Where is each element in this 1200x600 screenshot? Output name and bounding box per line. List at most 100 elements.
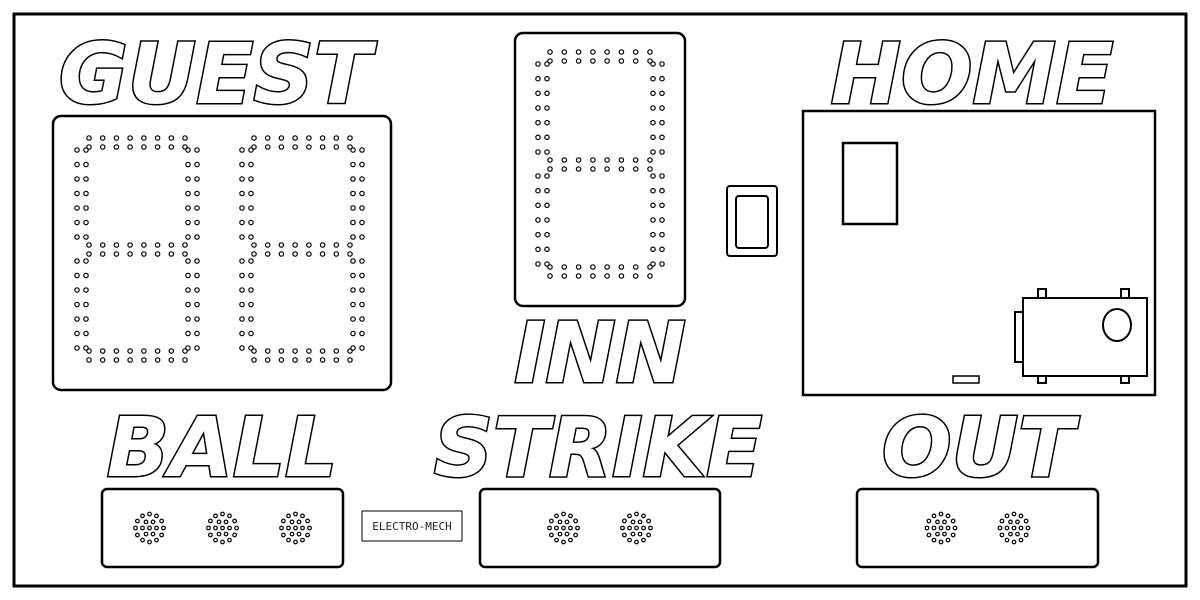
- led-dot: [573, 532, 578, 538]
- led-dot: [564, 519, 570, 525]
- led-dot: [347, 348, 353, 354]
- led-dot: [86, 242, 92, 248]
- led-dot: [659, 90, 665, 97]
- led-dot: [568, 525, 573, 531]
- led-dot: [359, 316, 365, 322]
- home-panel: [801, 109, 1157, 397]
- strike-indicator-panel: [478, 487, 722, 569]
- led-dot: [264, 144, 271, 150]
- led-dot: [292, 348, 298, 354]
- led-dot: [347, 251, 353, 257]
- led-dot: [83, 205, 89, 211]
- led-dot: [216, 531, 222, 537]
- led-dot: [557, 519, 563, 525]
- led-dot: [1011, 511, 1017, 517]
- led-dot: [549, 518, 554, 524]
- led-dot: [561, 49, 568, 55]
- indicator-light-icon: [924, 511, 958, 545]
- led-dot: [622, 532, 627, 538]
- led-dot: [535, 134, 541, 141]
- led-dot: [646, 518, 651, 524]
- led-dot: [561, 166, 568, 172]
- inning-label: INN: [514, 304, 686, 402]
- led-dot: [347, 135, 353, 141]
- led-dot: [185, 330, 191, 337]
- led-dot: [618, 166, 625, 172]
- led-dot: [113, 242, 120, 248]
- led-dot: [74, 258, 80, 264]
- led-dot: [154, 357, 161, 363]
- led-dot: [535, 61, 541, 67]
- led-dot: [554, 537, 559, 543]
- led-dot: [286, 513, 291, 519]
- led-dot: [630, 531, 636, 537]
- led-dot: [590, 273, 596, 279]
- led-dot: [248, 316, 254, 322]
- led-dot: [544, 134, 550, 141]
- led-dot: [1015, 531, 1020, 537]
- led-dot: [647, 264, 653, 270]
- led-dot: [141, 242, 147, 248]
- led-dot: [547, 166, 553, 172]
- led-dot: [359, 330, 365, 337]
- led-dot: [659, 187, 665, 194]
- led-dot: [278, 348, 285, 354]
- led-dot: [632, 273, 639, 279]
- led-dot: [74, 345, 80, 351]
- led-dot: [127, 144, 133, 150]
- led-dot: [544, 119, 550, 126]
- led-dot: [535, 149, 541, 155]
- led-dot: [286, 525, 291, 531]
- led-dot: [227, 537, 232, 543]
- led-dot: [659, 231, 665, 238]
- led-dot: [350, 190, 356, 197]
- led-dot: [251, 357, 257, 363]
- led-dot: [306, 357, 312, 363]
- led-dot: [278, 251, 285, 257]
- led-dot: [74, 190, 80, 197]
- led-dot: [350, 219, 356, 226]
- led-dot: [641, 525, 646, 531]
- led-dot: [650, 173, 656, 179]
- indicator-light-icon: [997, 511, 1031, 545]
- led-dot: [168, 144, 175, 150]
- led-dot: [535, 173, 541, 179]
- led-dot: [248, 258, 254, 264]
- led-dot: [279, 525, 284, 531]
- led-dot: [239, 161, 245, 168]
- led-dot: [618, 264, 625, 270]
- led-dot: [99, 348, 106, 354]
- led-dot: [194, 205, 200, 211]
- led-dot: [646, 532, 651, 538]
- led-dot: [632, 166, 639, 172]
- led-dot: [359, 258, 365, 264]
- led-dot: [86, 357, 92, 363]
- led-dot: [300, 513, 305, 519]
- led-dot: [604, 49, 610, 55]
- led-dot: [83, 219, 89, 226]
- led-dot: [251, 242, 257, 248]
- led-dot: [350, 205, 356, 211]
- led-dot: [535, 217, 541, 223]
- led-dot: [347, 357, 353, 363]
- led-dot: [239, 287, 245, 293]
- led-dot: [359, 219, 365, 226]
- led-dot: [1008, 531, 1013, 537]
- led-dot: [535, 246, 541, 253]
- led-dot: [239, 316, 245, 322]
- led-dot: [634, 511, 639, 517]
- led-dot: [306, 348, 312, 354]
- led-dot: [564, 531, 570, 537]
- guest-score-panel: [51, 114, 393, 392]
- led-dot: [659, 119, 665, 126]
- led-dot: [251, 251, 257, 257]
- led-dot: [333, 135, 340, 141]
- led-dot: [306, 144, 312, 150]
- led-dot: [544, 261, 550, 267]
- led-dot: [350, 272, 356, 279]
- led-dot: [140, 525, 145, 531]
- led-dot: [223, 531, 229, 537]
- led-dot: [561, 539, 566, 545]
- led-dot: [99, 144, 106, 150]
- led-dot: [350, 147, 356, 153]
